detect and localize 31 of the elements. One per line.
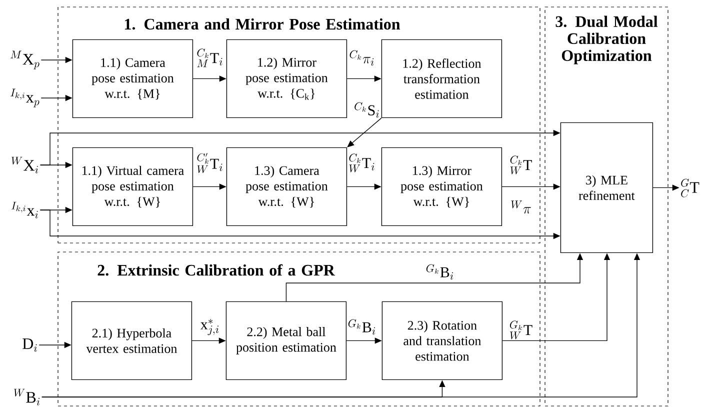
edge-label: ${}^{C_k}_{W}\mathrm{T}$ [509, 155, 533, 175]
edge-label: ${}^{G_k}_{W}\mathrm{T}$ [508, 320, 534, 340]
edge-label: ${}^{C_k}_{M}\mathrm{T}_{i}$ [196, 48, 224, 68]
group-title: 3. Dual Modal Calibration Optimization [556, 16, 658, 64]
process-box: 1.3) Mirror pose estimation w.r.t. {W} [381, 147, 502, 226]
edge-label: ${}^{C_k}\mathrm{S}_{i}$ [354, 102, 380, 118]
variable-label: ${}^{M}\mathrm{X}_{p}$ [10, 50, 40, 70]
process-box: 1.2) Reflection transformation estimation [381, 39, 502, 118]
process-box: 1.1) Virtual camera pose estimation w.r.t. {W} [72, 147, 194, 226]
process-box: 3) MLE refinement [560, 122, 654, 254]
process-box: 1.3) Camera pose estimation w.r.t. {W} [226, 147, 348, 226]
variable-label: ${}^{W}\mathrm{X}_{i}$ [12, 156, 38, 174]
edge-label: ${}^{C_k}_{W}\mathrm{T}_{i}$ [348, 153, 376, 173]
edge-label: ${}^{C_k}\pi_{i}$ [348, 50, 376, 66]
edge-label: ${}^{G_k}\mathrm{B}_{i}$ [425, 264, 455, 280]
group-title: 1. Camera and Mirror Pose Estimation [125, 18, 400, 30]
variable-label: ${}^{W}\pi$ [511, 200, 531, 214]
group-title: 2. Extrinsic Calibration of a GPR [98, 264, 336, 276]
variable-label: ${}^{G}_{C}\mathrm{T}$ [681, 178, 700, 198]
variable-label: ${}^{I_{k,i}}\mathrm{x}_{i}$ [11, 202, 38, 218]
process-box: 1.1) Camera pose estimation w.r.t. {M} [72, 39, 194, 118]
edge-label: ${}^{G_k}\mathrm{B}_{i}$ [347, 319, 377, 335]
process-box: 2.1) Hyperbola vertex estimation [71, 301, 192, 380]
variable-label: ${}^{I_{k,i}}\mathrm{x}_{p}$ [10, 88, 40, 108]
variable-label: ${}^{W}\mathrm{B}_{i}$ [14, 388, 40, 406]
variable-label: $\mathrm{D}_{i}$ [22, 338, 37, 352]
edge-label: ${}^{C_k'}_{W}\mathrm{T}_{i}$ [196, 152, 224, 174]
process-box: 2.2) Metal ball position estimation [226, 301, 347, 380]
process-box: 1.2) Mirror pose estimation w.r.t. {C$_{k}$} [226, 39, 348, 118]
arrow [347, 118, 382, 148]
process-box: 2.3) Rotation and translation estimation [382, 301, 503, 380]
